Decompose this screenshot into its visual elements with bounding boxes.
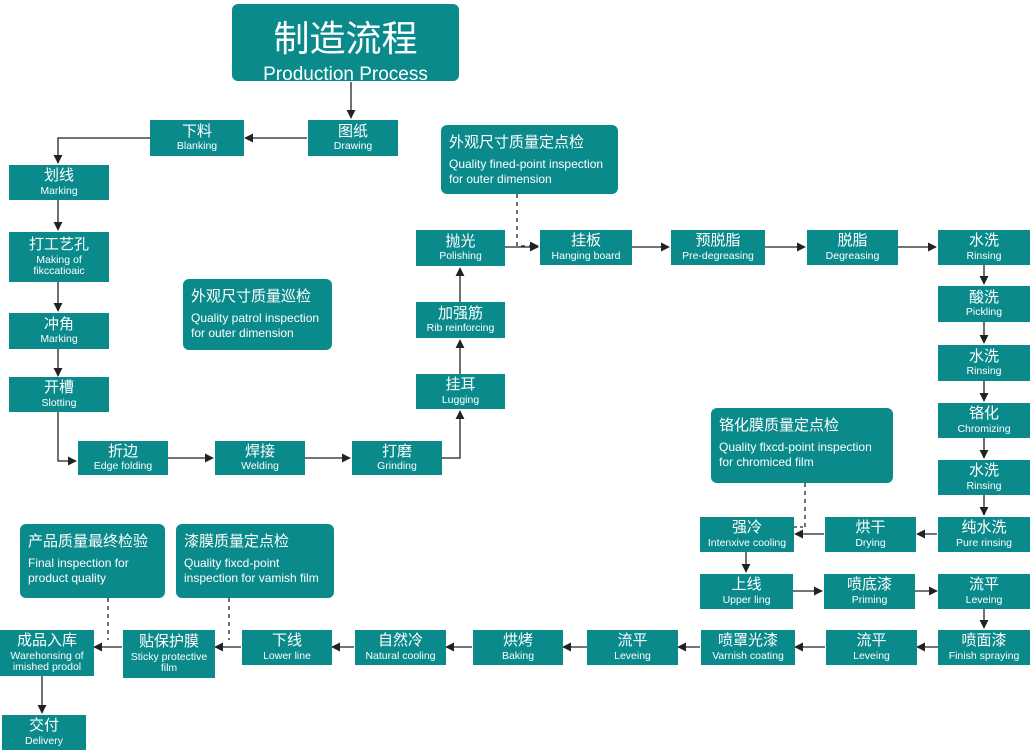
inspection-varnish-film: 漆膜质量定点检 Quality fixcd-point inspection f…: [176, 524, 334, 598]
step-blanking: 下料 Blanking: [150, 120, 244, 156]
step-leveling-2: 流平 Leveing: [826, 630, 917, 665]
title-en: Production Process: [263, 64, 428, 85]
step-leveling-1: 流平 Leveing: [938, 574, 1030, 609]
inspection-outer-patrol: 外观尺寸质量巡检 Quality patrol inspection for o…: [183, 279, 332, 350]
step-hanging-board: 挂板 Hanging board: [540, 230, 632, 265]
step-rinsing-1: 水洗 Rinsing: [938, 230, 1030, 265]
step-upper-line: 上线 Upper ling: [700, 574, 793, 609]
step-lugging: 挂耳 Lugging: [416, 374, 505, 409]
title-zh: 制造流程: [273, 19, 418, 60]
step-marking1: 划线 Marking: [9, 165, 109, 200]
step-grinding: 打磨 Grinding: [352, 441, 442, 475]
step-rinsing-2: 水洗 Rinsing: [938, 345, 1030, 381]
step-drawing: 图纸 Drawing: [308, 120, 398, 156]
inspection-chromized-film: 铬化膜质量定点检 Quality flxcd-point inspection …: [711, 408, 893, 483]
step-baking: 烘烤 Baking: [473, 630, 563, 665]
step-sticky-film: 贴保护膜 Sticky protective film: [123, 630, 215, 678]
step-welding: 焊接 Welding: [215, 441, 305, 475]
inspection-final-quality: 产品质量最终检验 Final inspection for product qu…: [20, 524, 165, 598]
step-marking2: 冲角 Marking: [9, 313, 109, 349]
step-varnish-coating: 喷罩光漆 Varnish coating: [701, 630, 795, 665]
step-finish-spraying: 喷面漆 Finish spraying: [938, 630, 1030, 665]
step-pre-degreasing: 预脱脂 Pre-degreasing: [671, 230, 765, 265]
step-chromizing: 铬化 Chromizing: [938, 403, 1030, 438]
step-lower-line: 下线 Lower line: [242, 630, 332, 665]
step-polishing: 抛光 Polishing: [416, 230, 505, 266]
step-rinsing-3: 水洗 Rinsing: [938, 460, 1030, 495]
step-priming: 喷底漆 Priming: [824, 574, 915, 609]
step-edge-folding: 折边 Edge folding: [78, 441, 168, 475]
step-leveling-3: 流平 Leveing: [587, 630, 678, 665]
step-rib-reinforcing: 加强筋 Rib reinforcing: [416, 302, 505, 338]
step-delivery: 交付 Delivery: [2, 715, 86, 750]
inspection-outer-fixed: 外观尺寸质量定点检 Quality fined-point inspection…: [441, 125, 618, 194]
step-warehousing: 成品入库 Warehonsing of imished prodol: [0, 630, 94, 676]
diagram-title: 制造流程 Production Process: [232, 4, 459, 85]
step-making: 打工艺孔 Making of fikccatioaic: [9, 232, 109, 282]
step-intensive-cooling: 强冷 Intenxive cooling: [700, 517, 794, 552]
step-drying: 烘干 Drying: [825, 517, 916, 552]
step-pickling: 酸洗 Pickling: [938, 286, 1030, 322]
step-slotting: 开槽 Slotting: [9, 377, 109, 412]
step-pure-rinsing: 纯水洗 Pure rinsing: [938, 517, 1030, 552]
step-natural-cooling: 自然冷 Natural cooling: [355, 630, 446, 665]
step-degreasing: 脱脂 Degreasing: [807, 230, 898, 265]
